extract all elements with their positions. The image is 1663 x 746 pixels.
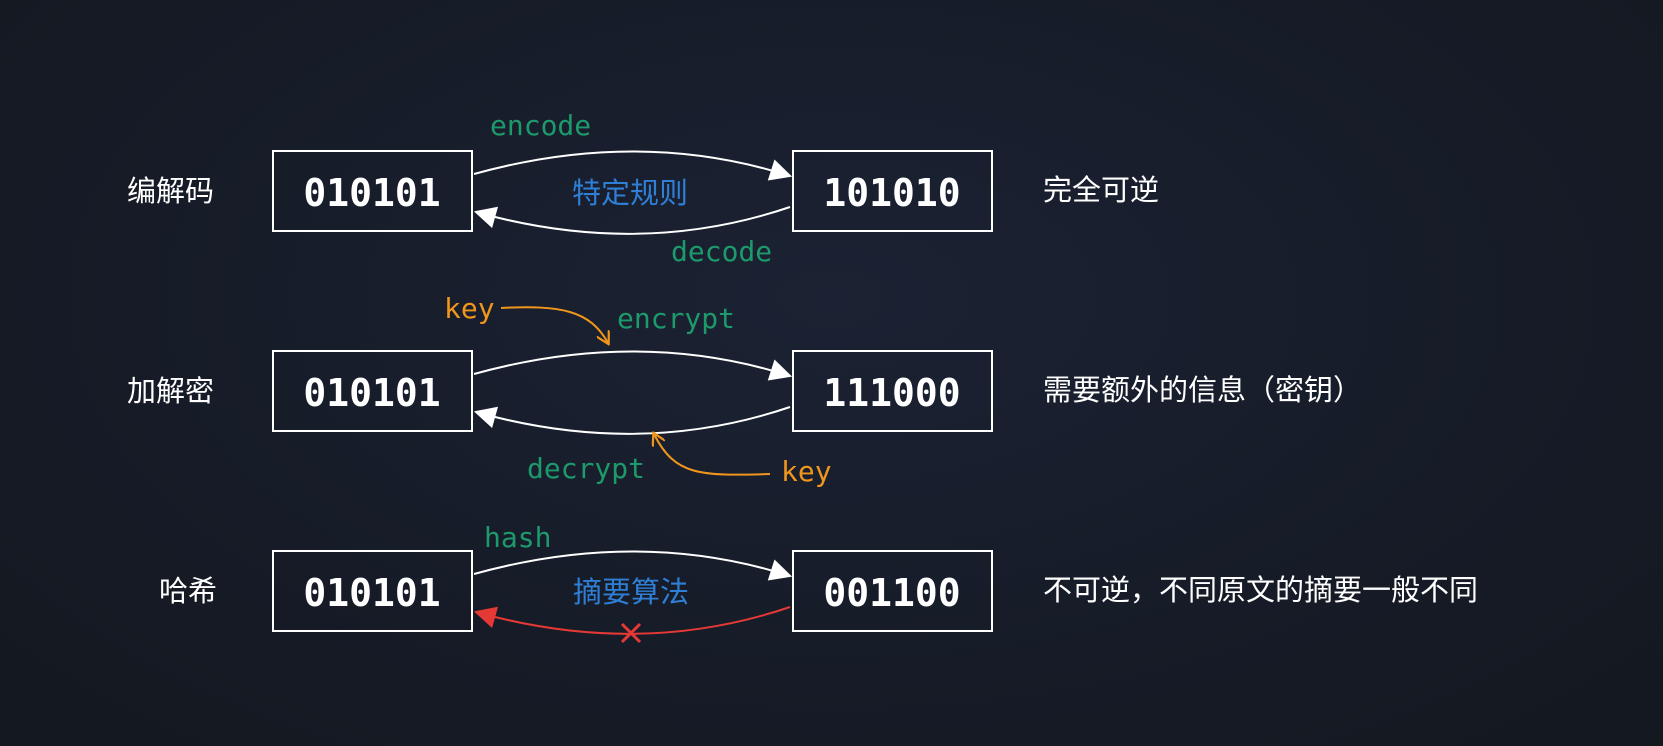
left-value: 010101 [303,571,440,615]
row-label: 哈希 [159,574,217,608]
backward-op-label: decrypt [527,452,645,485]
forward-key-arrow [500,306,608,343]
row-hash: 哈希 010101 001100 hash 摘要算法 不可逆，不同原文的摘要一般… [159,521,1478,644]
forward-arrow [473,350,793,381]
row-description: 不可逆，不同原文的摘要一般不同 [1043,573,1478,607]
backward-key-label: key [781,455,832,488]
middle-text: 特定规则 [572,176,688,210]
forward-op-label: encrypt [617,302,735,335]
row-encoding: 编解码 010101 101010 encode 特定规则 decode 完全可… [127,109,1159,268]
forward-op-label: encode [490,109,591,142]
forward-op-label: hash [484,521,551,554]
forward-arrow [473,550,793,581]
row-label: 加解密 [127,374,214,408]
backward-key-arrow [654,434,771,476]
right-value: 111000 [823,371,960,415]
row-label: 编解码 [127,174,214,208]
forward-arrow [473,150,793,181]
forward-key-label: key [444,292,495,325]
backward-arrow [473,206,791,235]
backward-arrow [473,406,791,435]
blocked-backward-arrow [473,606,791,635]
left-box [272,150,473,232]
left-box [272,350,473,432]
right-value: 001100 [823,571,960,615]
right-box [792,150,993,232]
cross-icon [620,622,642,644]
right-box [792,550,993,632]
row-description: 完全可逆 [1043,173,1159,207]
row-encryption: 加解密 010101 111000 encrypt key decrypt ke… [127,292,1362,488]
right-value: 101010 [823,171,960,215]
backward-op-label: decode [671,235,772,268]
right-box [792,350,993,432]
middle-text: 摘要算法 [573,575,689,609]
left-value: 010101 [303,371,440,415]
left-value: 010101 [303,171,440,215]
left-box [272,550,473,632]
row-description: 需要额外的信息（密钥） [1043,373,1362,407]
